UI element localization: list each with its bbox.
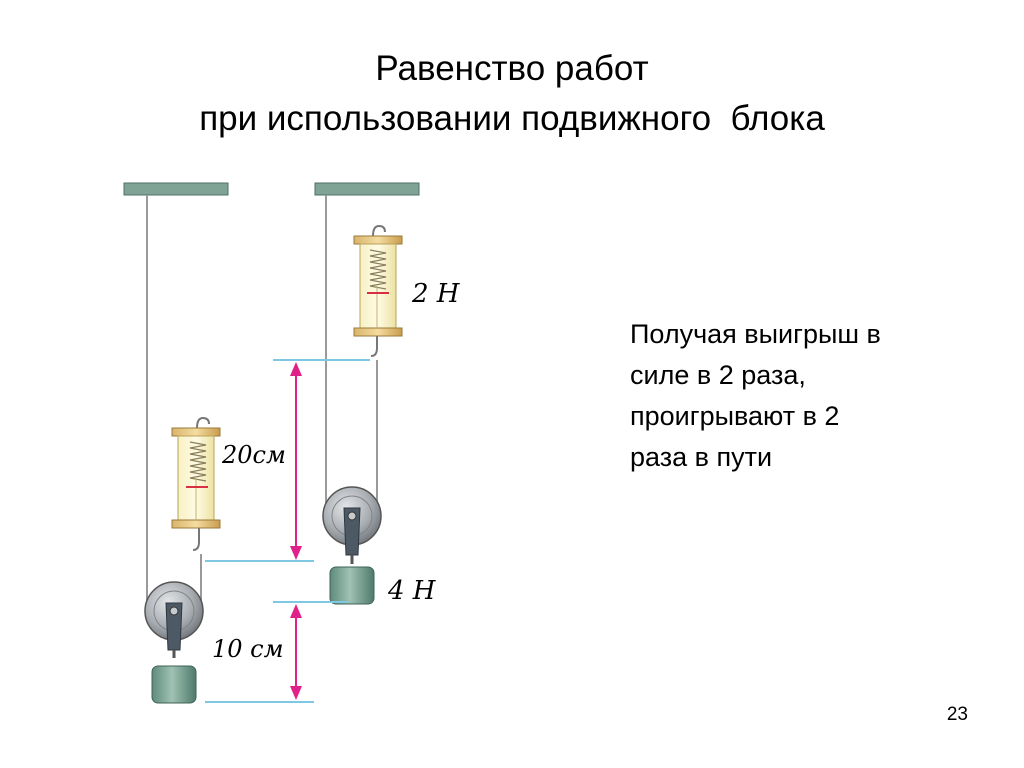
left-movable-pulley <box>144 581 204 658</box>
title-line-2: при использовании подвижного блока <box>199 99 825 138</box>
right-dynamometer <box>353 224 403 357</box>
left-setup <box>123 182 229 704</box>
explanation-line-2: силе в 2 раза, <box>630 360 806 390</box>
explanation-line-1: Получая выигрыш в <box>630 319 881 349</box>
right-setup <box>314 182 420 605</box>
load-distance-label: 10 см <box>212 635 284 663</box>
dimension-lines <box>205 359 370 703</box>
slide-title: Равенство работ при использовании подвиж… <box>0 44 1024 144</box>
load-weight-label: 4 Н <box>387 576 437 606</box>
force-reading-label: 2 Н <box>411 279 461 309</box>
explanation-line-4: раза в пути <box>630 442 773 472</box>
title-line-1: Равенство работ <box>375 49 649 88</box>
slide-number: 23 <box>946 704 968 725</box>
rope-distance-label: 20см <box>221 441 286 469</box>
right-load <box>329 566 375 605</box>
left-ceiling-beam <box>123 182 229 196</box>
explanation-line-3: проигрывают в 2 <box>630 401 840 431</box>
left-dynamometer <box>171 416 221 551</box>
explanation-text: Получая выигрыш в силе в 2 раза, проигры… <box>630 314 960 478</box>
left-load <box>151 665 197 704</box>
right-movable-pulley <box>322 486 382 564</box>
right-ceiling-beam <box>314 182 420 196</box>
